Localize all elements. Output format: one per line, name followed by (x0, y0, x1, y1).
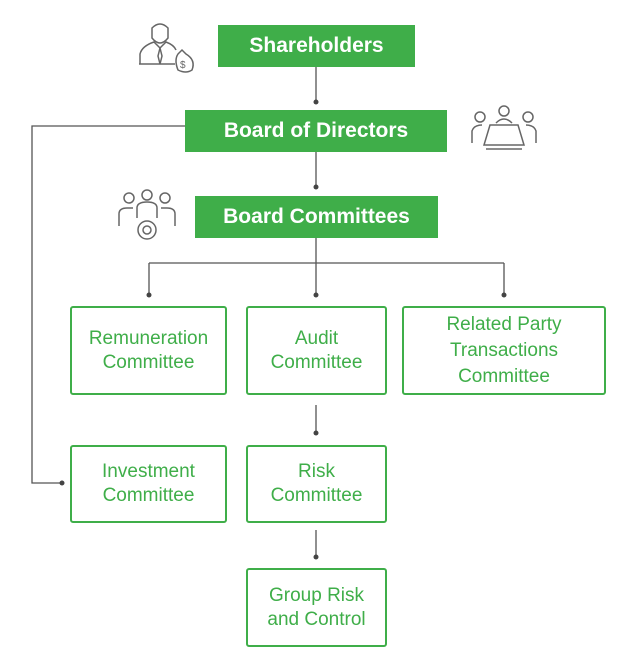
boardroom-meeting-icon (471, 105, 537, 150)
node-label: Risk (298, 461, 335, 482)
shareholder-money-icon: $ (139, 23, 194, 73)
board-committees-node: Board Committees (195, 196, 438, 238)
team-gear-icon (118, 189, 176, 240)
shareholders-node: Shareholders (218, 25, 415, 67)
node-label: Shareholders (249, 34, 384, 57)
node-label: Committee (102, 351, 195, 373)
node-label: Committee (270, 485, 363, 506)
svg-text:$: $ (180, 60, 186, 71)
node-label: Board of Directors (223, 119, 409, 142)
node-label: Audit (294, 327, 339, 349)
node-label: Related Party (446, 313, 562, 335)
node-label: Committee (270, 351, 363, 373)
node-label: Committee (458, 365, 550, 387)
board-of-directors-node: Board of Directors (185, 110, 447, 152)
node-label: Transactions (449, 339, 559, 361)
node-label: Group Risk (268, 584, 365, 606)
node-label: Committee (102, 485, 195, 506)
node-label: Remuneration (88, 327, 209, 349)
node-label: Investment (102, 461, 195, 482)
node-label: Board Committees (223, 205, 410, 228)
node-label: and Control (267, 608, 366, 630)
